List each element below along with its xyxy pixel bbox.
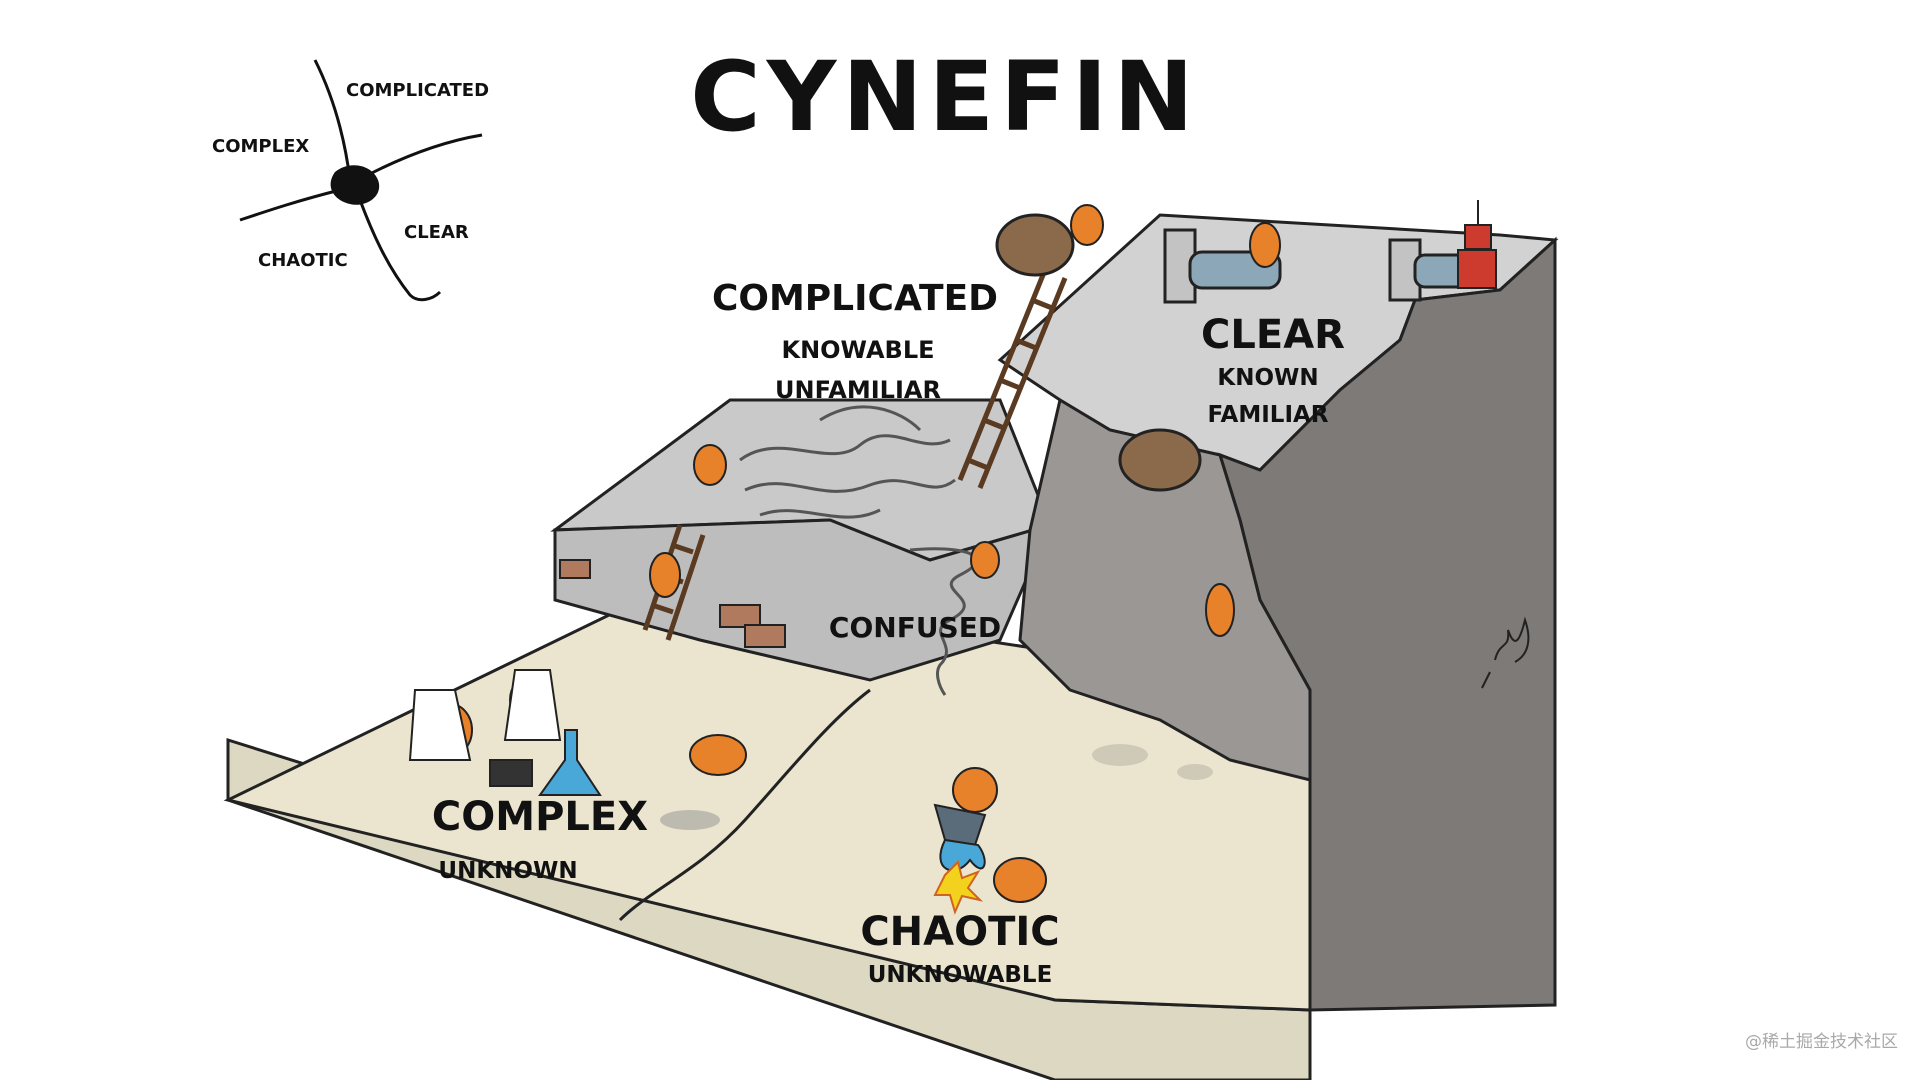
creature-icon: [1206, 584, 1234, 636]
brick: [560, 560, 590, 578]
sketch-line-top: [315, 60, 350, 180]
domain-name-confused: CONFUSED: [829, 611, 1001, 644]
brick: [720, 605, 760, 627]
sack-icon: [997, 215, 1073, 275]
sketch-label-clear: CLEAR: [404, 222, 469, 243]
framework-sketch: COMPLICATED COMPLEX CLEAR CHAOTIC: [212, 60, 489, 300]
sketch-line-right: [362, 135, 482, 178]
domain-complicated: COMPLICATED KNOWABLE UNFAMILIAR: [712, 278, 998, 404]
sketch-center-blob: [331, 165, 380, 204]
domain-name-complicated: COMPLICATED: [712, 278, 998, 319]
brick: [745, 625, 785, 647]
sketch-label-chaotic: CHAOTIC: [258, 250, 348, 271]
sketch-line-bottom: [360, 200, 440, 300]
shadow-spot: [1092, 744, 1148, 766]
domain-line-unfamiliar: UNFAMILIAR: [775, 376, 941, 404]
sketch-line-left: [240, 190, 340, 220]
creature-icon: [694, 445, 726, 485]
shadow-spot: [1177, 764, 1213, 780]
sketch-label-complicated: COMPLICATED: [346, 80, 489, 101]
creature-icon: [953, 768, 997, 812]
domain-name-chaotic: CHAOTIC: [860, 909, 1059, 955]
domain-confused: CONFUSED: [829, 611, 1001, 644]
water-splash: [940, 840, 984, 870]
creature-icon: [994, 858, 1046, 902]
sketch-label-complex: COMPLEX: [212, 136, 309, 157]
watermark: @稀土掘金技术社区: [1745, 1027, 1898, 1052]
domain-line-unknown: UNKNOWN: [438, 858, 577, 884]
creature-icon: [1071, 205, 1103, 245]
domain-line-familiar: FAMILIAR: [1207, 402, 1328, 428]
title: CYNEFIN: [690, 41, 1200, 153]
domain-chaotic: CHAOTIC UNKNOWABLE: [860, 909, 1059, 988]
shadow-spot: [660, 810, 720, 830]
creature-icon: [971, 542, 999, 578]
creature-icon: [650, 553, 680, 597]
lab-coat: [505, 670, 560, 740]
domain-line-known: KNOWN: [1217, 365, 1318, 391]
domain-name-clear: CLEAR: [1201, 312, 1345, 358]
domain-line-unknowable: UNKNOWABLE: [868, 962, 1053, 988]
domain-line-knowable: KNOWABLE: [781, 336, 934, 364]
creature-icon: [690, 735, 746, 775]
creature-icon: [1250, 223, 1280, 267]
sack-icon: [1120, 430, 1200, 490]
burner-icon: [490, 760, 532, 786]
domain-name-complex: COMPLEX: [432, 794, 648, 840]
